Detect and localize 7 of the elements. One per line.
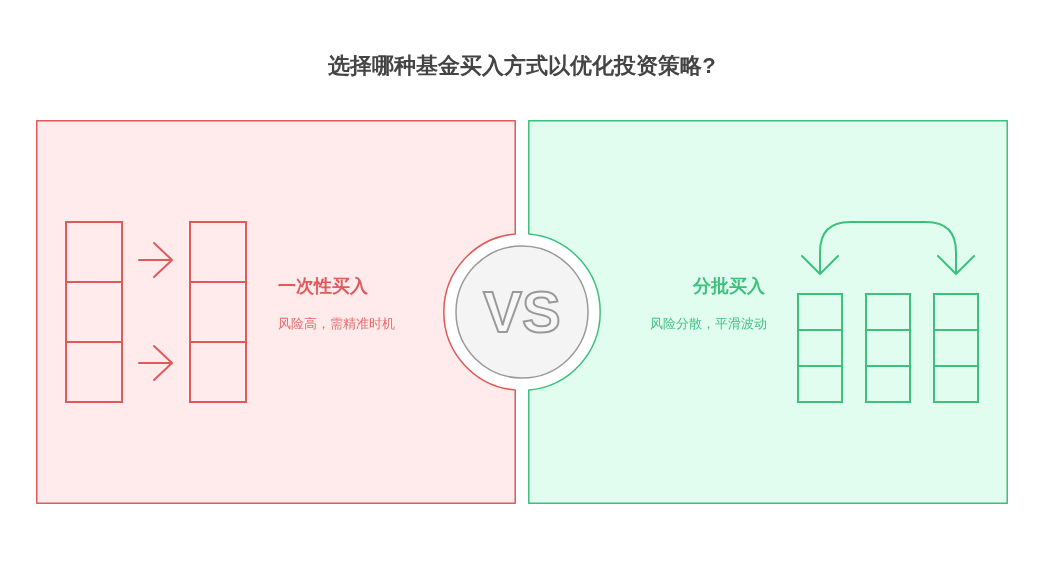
option-description: 风险分散，平滑波动 xyxy=(650,316,767,332)
vs-circle xyxy=(455,245,589,379)
option-heading: 分批买入 xyxy=(693,276,765,298)
page-title: 选择哪种基金买入方式以优化投资策略? xyxy=(328,53,716,78)
option-heading: 一次性买入 xyxy=(278,276,368,298)
vs-text: VS xyxy=(483,283,561,341)
option-description: 风险高，需精准时机 xyxy=(278,316,395,332)
